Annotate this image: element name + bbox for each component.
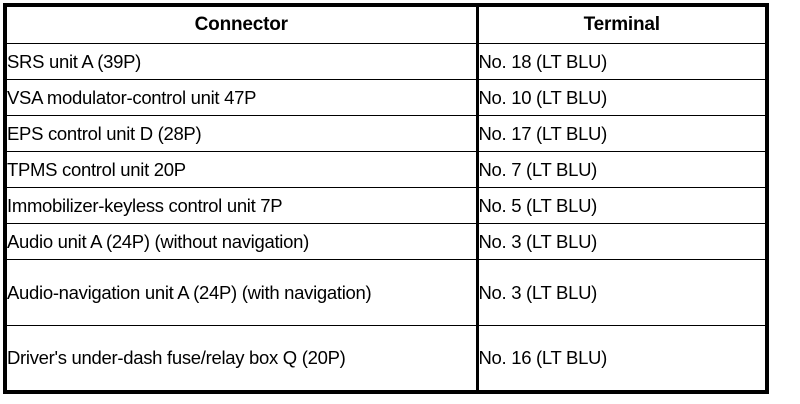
- cell-terminal: No. 3 (LT BLU): [476, 223, 768, 260]
- connector-text: SRS unit A (39P): [7, 51, 142, 72]
- column-header-terminal: Terminal: [476, 4, 768, 44]
- cell-connector: Immobilizer-keyless control unit 7P: [4, 187, 479, 224]
- cell-connector: Audio-navigation unit A (24P) (with navi…: [4, 259, 479, 326]
- terminal-text: No. 3 (LT BLU): [478, 282, 598, 303]
- cell-connector: Audio unit A (24P) (without navigation): [4, 223, 479, 260]
- terminal-text: No. 17 (LT BLU): [478, 123, 608, 144]
- table-header: Connector Terminal: [4, 4, 768, 44]
- cell-terminal: No. 17 (LT BLU): [476, 115, 768, 152]
- cell-terminal: No. 18 (LT BLU): [476, 43, 768, 80]
- table-row: EPS control unit D (28P) No. 17 (LT BLU): [4, 115, 768, 152]
- table-row: Audio-navigation unit A (24P) (with navi…: [4, 259, 768, 326]
- table-header-row: Connector Terminal: [4, 4, 768, 44]
- connector-text: Audio-navigation unit A (24P) (with navi…: [7, 281, 372, 303]
- cell-connector: EPS control unit D (28P): [4, 115, 479, 152]
- cell-terminal: No. 10 (LT BLU): [476, 79, 768, 116]
- cell-terminal: No. 5 (LT BLU): [476, 187, 768, 224]
- cell-connector: SRS unit A (39P): [4, 43, 479, 80]
- connector-text: Audio unit A (24P) (without navigation): [7, 231, 309, 252]
- connector-text: TPMS control unit 20P: [7, 159, 186, 180]
- connector-text: Driver's under-dash fuse/relay box Q (20…: [7, 346, 346, 368]
- cell-terminal: No. 16 (LT BLU): [476, 325, 768, 392]
- column-header-connector: Connector: [4, 4, 479, 44]
- terminal-text: No. 10 (LT BLU): [478, 87, 608, 108]
- connector-text: VSA modulator-control unit 47P: [7, 87, 257, 108]
- cell-connector: VSA modulator-control unit 47P: [4, 79, 479, 116]
- table-row: SRS unit A (39P) No. 18 (LT BLU): [4, 43, 768, 80]
- connector-terminal-table: Connector Terminal SRS unit A (39P) No. 1…: [3, 3, 769, 394]
- table-row: Immobilizer-keyless control unit 7P No. 5…: [4, 187, 768, 224]
- connector-text: Immobilizer-keyless control unit 7P: [7, 195, 283, 216]
- table-row: TPMS control unit 20P No. 7 (LT BLU): [4, 151, 768, 188]
- connector-text: EPS control unit D (28P): [7, 123, 202, 144]
- terminal-text: No. 18 (LT BLU): [478, 51, 608, 72]
- table-row: Driver's under-dash fuse/relay box Q (20…: [4, 325, 768, 392]
- table-row: Audio unit A (24P) (without navigation) N…: [4, 223, 768, 260]
- terminal-text: No. 16 (LT BLU): [478, 347, 608, 369]
- cell-terminal: No. 3 (LT BLU): [476, 259, 768, 326]
- connector-terminal-table-wrapper: Connector Terminal SRS unit A (39P) No. 1…: [3, 3, 769, 394]
- terminal-text: No. 7 (LT BLU): [478, 159, 598, 180]
- terminal-text: No. 5 (LT BLU): [478, 195, 598, 216]
- cell-connector: TPMS control unit 20P: [4, 151, 479, 188]
- cell-terminal: No. 7 (LT BLU): [476, 151, 768, 188]
- cell-connector: Driver's under-dash fuse/relay box Q (20…: [4, 325, 479, 392]
- terminal-text: No. 3 (LT BLU): [478, 231, 598, 252]
- table-row: VSA modulator-control unit 47P No. 10 (LT…: [4, 79, 768, 116]
- table-body: SRS unit A (39P) No. 18 (LT BLU) VSA modul…: [4, 43, 768, 392]
